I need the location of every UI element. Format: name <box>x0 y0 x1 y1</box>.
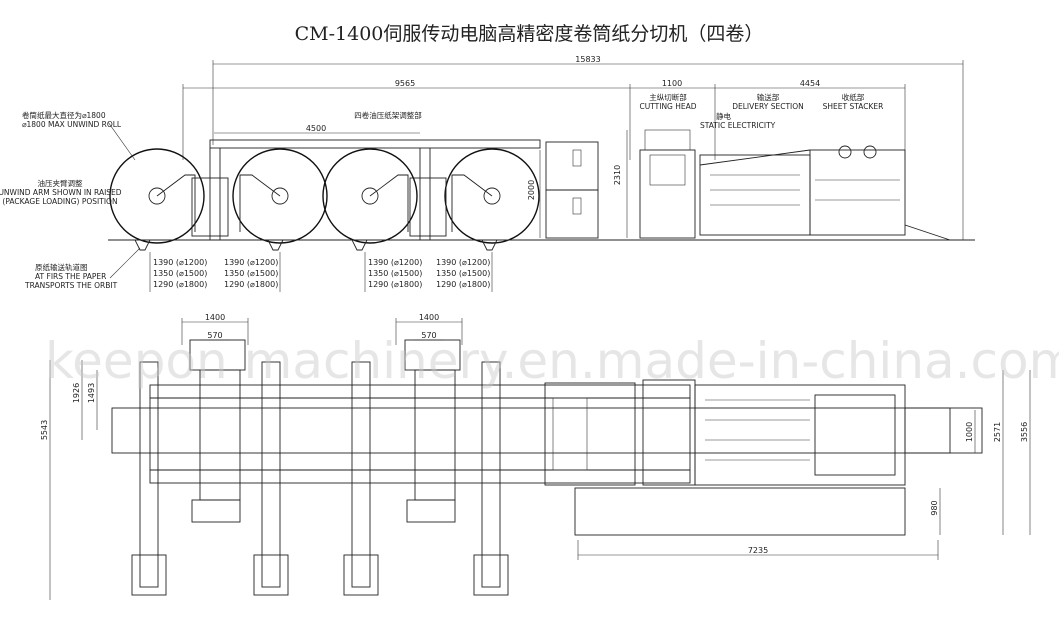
drawing-title: CM-1400伺服传动电脑高精密度卷筒纸分切机（四卷） <box>295 23 764 45</box>
label-delivery-cn: 输送部 <box>757 92 780 102</box>
label-stacker-en: SHEET STACKER <box>823 102 884 111</box>
unwind-roll-4 <box>444 148 540 244</box>
roll-table-left-row1-a: 1390 (⌀1200) <box>153 258 207 267</box>
cutting-unit-plan <box>544 382 636 486</box>
roll-table-left-row1-b: 1390 (⌀1200) <box>224 258 278 267</box>
dim-plan-width-1493: 1493 <box>87 383 96 403</box>
dim-roll-height: 2000 <box>527 180 536 200</box>
unwind-stand-plan-2 <box>253 361 289 596</box>
dim-cutting-height: 2310 <box>613 165 622 185</box>
cutting-head <box>639 149 696 239</box>
watermark: keepon machinery.en.made-in-china.com <box>45 332 1059 390</box>
label-stacker-cn: 收纸部 <box>842 92 865 102</box>
unwind-stand-plan-1 <box>131 361 167 596</box>
label-cutting-cn: 主纵切断部 <box>649 92 687 102</box>
dim-plan-total-width: 5543 <box>40 420 49 440</box>
dim-web-width: 1000 <box>965 422 974 442</box>
label-stand-cn: 四卷油压纸架调整部 <box>354 110 422 120</box>
dim-stand-width-2: 1400 <box>419 313 439 322</box>
paper-web <box>111 407 983 454</box>
roll-table-left: 1390 (⌀1200) 1390 (⌀1200) 1350 (⌀1500) 1… <box>149 252 281 292</box>
roll-table-right-row3-a: 1290 (⌀1800) <box>368 280 422 289</box>
unwind-roll-2 <box>232 148 328 244</box>
roll-table-left-row2-a: 1350 (⌀1500) <box>153 269 207 278</box>
dim-unwind-length: 9565 <box>395 79 415 88</box>
dim-total-length: 15833 <box>575 55 600 64</box>
roll-table-right-row1-a: 1390 (⌀1200) <box>368 258 422 267</box>
dim-cutting-length: 1100 <box>662 79 682 88</box>
label-arm-cn: 油压夹臂调整 <box>38 178 83 188</box>
label-roll-max-cn: 卷筒纸最大直径为⌀1800 <box>22 110 106 120</box>
dim-plan-2571: 2571 <box>993 422 1002 442</box>
side-elevation: 15833 9565 1100 4454 4500 四卷油压纸架调整部 <box>0 55 975 292</box>
roll-table-left-row3-b: 1290 (⌀1800) <box>224 280 278 289</box>
dim-roll-spacing: 4500 <box>306 124 326 133</box>
label-orbit-en2: TRANSPORTS THE ORBIT <box>24 281 118 290</box>
label-arm-en1: UNWIND ARM SHOWN IN RAISED <box>0 188 122 197</box>
dim-stand-inner-1: 570 <box>207 331 222 340</box>
unwind-roll-1 <box>109 148 205 244</box>
label-roll-max-en: ⌀1800 MAX UNWIND ROLL <box>22 120 122 129</box>
roll-table-left-row3-a: 1290 (⌀1800) <box>153 280 207 289</box>
dim-stand-inner-2: 570 <box>421 331 436 340</box>
label-static-en: STATIC ELECTRICITY <box>700 121 776 130</box>
unwind-stand-plan-3 <box>343 361 379 596</box>
dim-platform-length: 7235 <box>748 546 768 555</box>
dim-stand-width-1: 1400 <box>205 313 225 322</box>
unwind-stand-plan-4 <box>473 361 509 596</box>
roll-table-right-row2-b: 1350 (⌀1500) <box>436 269 490 278</box>
label-cutting-en: CUTTING HEAD <box>639 102 696 111</box>
dim-platform-depth: 980 <box>930 500 939 515</box>
roll-table-right-row2-a: 1350 (⌀1500) <box>368 269 422 278</box>
label-static-cn: 静电 <box>716 111 731 121</box>
label-orbit-en1: AT FIRS THE PAPER <box>35 272 106 281</box>
roll-table-right-row3-b: 1290 (⌀1800) <box>436 280 490 289</box>
unwind-roll-3 <box>322 148 418 244</box>
label-orbit-cn: 原纸输送轨道图 <box>35 262 88 272</box>
roll-table-left-row2-b: 1350 (⌀1500) <box>224 269 278 278</box>
dim-plan-3556: 3556 <box>1020 422 1029 442</box>
label-delivery-en: DELIVERY SECTION <box>732 102 804 111</box>
roll-table-right-row1-b: 1390 (⌀1200) <box>436 258 490 267</box>
delivery-section <box>699 154 811 236</box>
operator-platform <box>574 487 906 536</box>
plan-view: 1400 570 1400 570 5543 1926 1493 <box>40 313 1031 600</box>
dim-delivery-length: 4454 <box>800 79 820 88</box>
roll-table-right: 1390 (⌀1200) 1390 (⌀1200) 1350 (⌀1500) 1… <box>364 252 493 292</box>
label-arm-en2: (PACKAGE LOADING) POSITION <box>2 197 117 206</box>
dim-plan-width-1926: 1926 <box>72 383 81 403</box>
sheet-stacker <box>809 149 906 236</box>
